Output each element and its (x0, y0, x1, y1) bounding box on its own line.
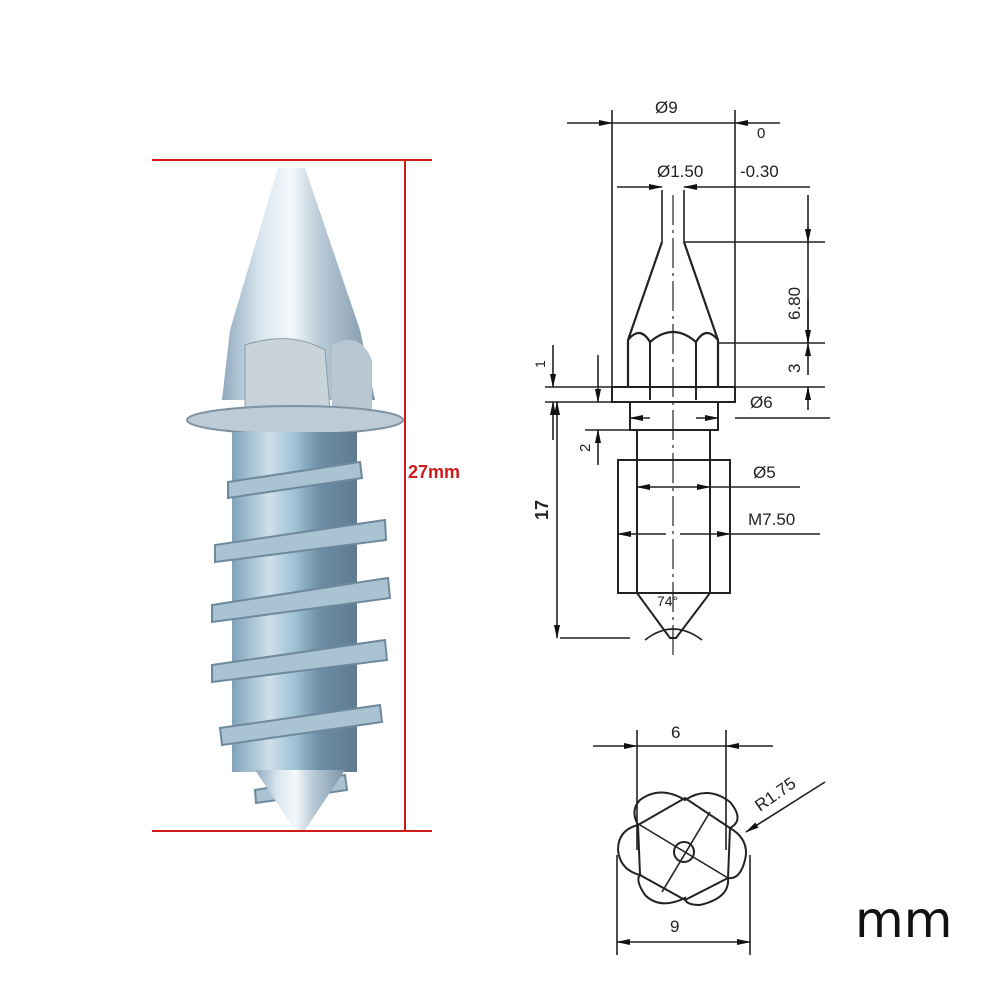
core-diameter-label: Ø5 (753, 463, 776, 482)
lobe-radius-label: R1.75 (751, 774, 799, 816)
flange-thickness-label: 1 (532, 360, 548, 368)
hex-height-label: 3 (785, 364, 804, 373)
unit-label: mm (855, 891, 953, 949)
cone-height-label: 6.80 (785, 287, 804, 320)
stud-photo (152, 159, 432, 832)
tolerance-upper-label: 0 (757, 125, 765, 142)
neck-diameter-label: Ø6 (750, 393, 773, 412)
across-corners-label: 9 (670, 917, 679, 936)
tolerance-lower-label: -0.30 (740, 162, 779, 181)
overall-length-label: 27mm (408, 462, 461, 482)
thread-size-label: M7.50 (748, 510, 795, 529)
tip-diameter-label: Ø1.50 (657, 162, 703, 181)
neck-length-label: 2 (577, 444, 594, 452)
thread-length-label: 17 (532, 500, 552, 520)
head-diameter-label: Ø9 (655, 98, 678, 117)
tip-angle-label: 74° (657, 593, 678, 609)
across-flats-label: 6 (671, 723, 680, 742)
